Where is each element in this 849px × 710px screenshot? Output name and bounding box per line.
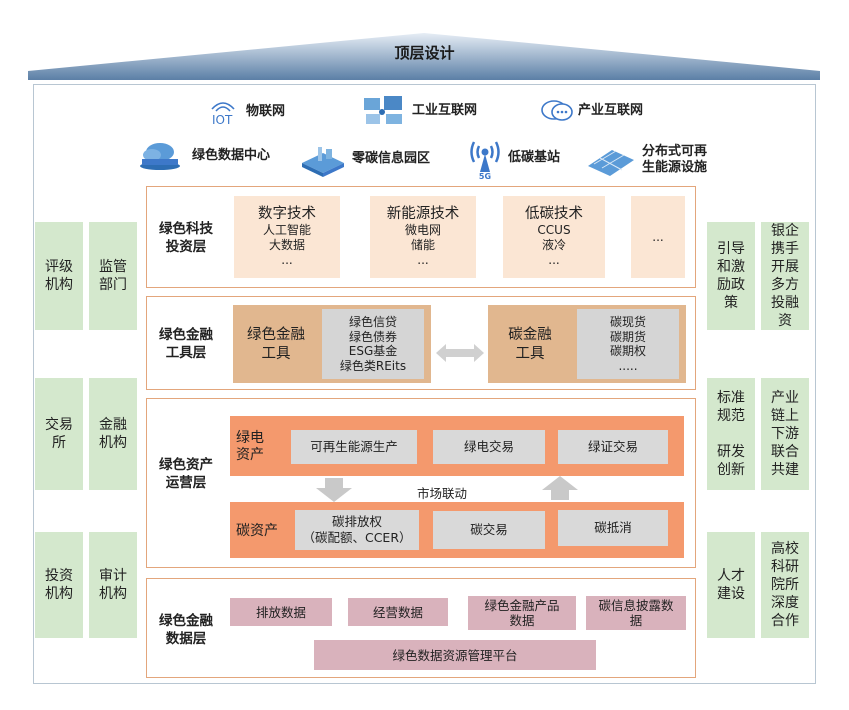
double-arrow-icon (436, 344, 484, 362)
finance-data-layer (146, 578, 696, 678)
finance-layer-title: 绿色金融 工具层 (159, 327, 213, 361)
side-box-bank-enterprise: 银企 携手 开展 多方 投融 资 (761, 222, 809, 330)
main-frame (33, 84, 816, 684)
industry-internet-label: 产业互联网 (578, 103, 644, 118)
green-finance-tool-label: 绿色金融 工具 (247, 327, 305, 362)
down-arrow-icon (316, 478, 352, 502)
tech-col-more: ... (631, 196, 685, 278)
carbon-finance-items: 碳现货 碳期货 碳期权 ..... (577, 309, 679, 379)
side-box-exchange: 交易 所 (35, 378, 83, 490)
industry-internet-item: 产业互联网 (540, 96, 680, 126)
carbon-asset-label: 碳资产 (236, 523, 278, 539)
market-linkage-label: 市场联动 (416, 486, 467, 501)
data-item-operation: 经营数据 (348, 598, 448, 626)
cloud-datacenter-icon (140, 143, 180, 170)
side-box-industry-chain: 产业 链上 下游 联合 共建 (761, 378, 809, 490)
carbon-finance-tool-label: 碳金融 工具 (508, 327, 552, 362)
factory-park-icon (302, 147, 344, 177)
zero-carbon-park-item: 零碳信息园区 (298, 138, 458, 180)
side-box-investment: 投资 机构 (35, 532, 83, 638)
5g-badge: 5G (478, 171, 492, 181)
tech-layer-title: 绿色科技 投资层 (159, 221, 213, 255)
power-item-renewable: 可再生能源生产 (291, 430, 417, 464)
asset-layer-title: 绿色资产 运营层 (159, 457, 213, 491)
iot-label: 物联网 (246, 104, 286, 119)
up-arrow-icon (542, 476, 578, 500)
power-item-trading: 绿电交易 (433, 430, 545, 464)
chat-cloud-icon (541, 100, 573, 121)
renewable-item: 分布式可再 生能源设施 (586, 140, 736, 180)
datacenter-label: 绿色数据中心 (192, 148, 271, 163)
data-layer-title: 绿色金融 数据层 (159, 613, 213, 647)
finance-tool-layer (146, 296, 696, 390)
side-box-audit: 审计 机构 (89, 532, 137, 638)
asset-operation-layer (146, 398, 696, 568)
renewable-label: 分布式可再 生能源设施 (642, 144, 708, 175)
green-power-asset-label: 绿电 资产 (236, 430, 264, 463)
power-item-certificate: 绿证交易 (558, 430, 668, 464)
datacenter-item: 绿色数据中心 (136, 138, 296, 174)
iot-item: IOT 物联网 (208, 96, 328, 128)
tech-col-low-carbon: 低碳技术 CCUS 液冷 ... (503, 196, 605, 278)
industrial-internet-icon (364, 96, 402, 124)
industrial-internet-label: 工业互联网 (412, 103, 478, 118)
industrial-internet-item: 工业互联网 (362, 94, 512, 128)
data-item-emission: 排放数据 (230, 598, 332, 626)
tech-col-new-energy: 新能源技术 微电网 储能 ... (370, 196, 476, 278)
data-item-finance-product: 绿色金融产品 数据 (468, 596, 576, 630)
carbon-item-offset: 碳抵消 (558, 510, 668, 546)
side-box-regulator: 监管 部门 (89, 222, 137, 330)
side-box-university: 高校 科研 院所 深度 合作 (761, 532, 809, 638)
roof-shape (28, 33, 820, 80)
side-box-talent: 人才 建设 (707, 532, 755, 638)
zero-carbon-park-label: 零碳信息园区 (352, 151, 431, 166)
tech-col-digital: 数字技术 人工智能 大数据 ... (234, 196, 340, 278)
data-item-carbon-disclosure: 碳信息披露数 据 (586, 596, 686, 630)
data-platform: 绿色数据资源管理平台 (314, 640, 596, 670)
low-carbon-station-item: 5G 低碳基站 (468, 130, 588, 186)
side-box-standards: 标准 规范 研发 创新 (707, 378, 755, 490)
side-box-rating: 评级 机构 (35, 222, 83, 330)
side-box-financial-institution: 金融 机构 (89, 378, 137, 490)
roof-title: 顶层设计 (394, 44, 455, 62)
svg-text:IOT: IOT (212, 113, 233, 127)
tech-investment-layer (146, 186, 696, 288)
green-finance-items: 绿色信贷 绿色债券 ESG基金 绿色类REits (322, 309, 424, 379)
side-box-policy: 引导 和激 励政 策 (707, 222, 755, 330)
carbon-item-emission-rights: 碳排放权 （碳配额、CCER） (295, 510, 419, 550)
carbon-item-trading: 碳交易 (433, 511, 545, 549)
renewable-energy-icon (588, 150, 634, 176)
antenna-5g-icon (470, 140, 500, 172)
iot-icon: IOT (211, 102, 235, 127)
low-carbon-station-label: 低碳基站 (508, 150, 561, 165)
